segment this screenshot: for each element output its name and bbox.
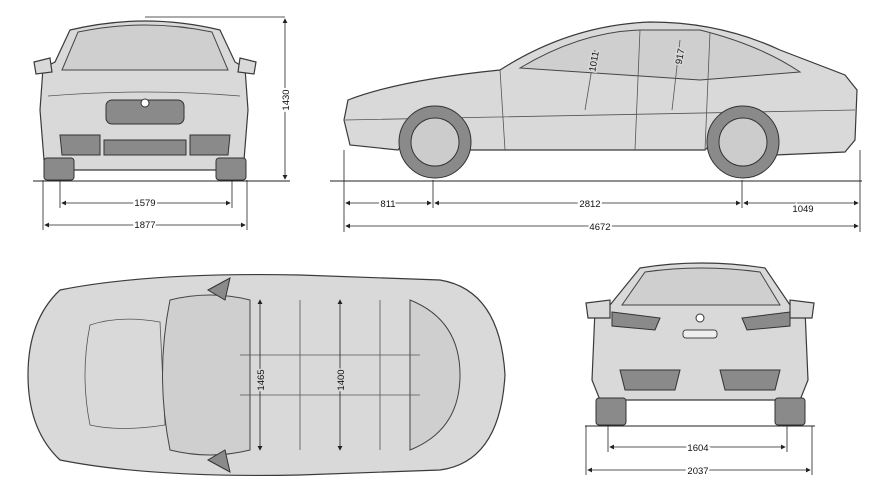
front-track-label: 1579 — [134, 198, 155, 209]
rear-width-label: 2037 — [687, 466, 708, 477]
rear-overhang-label: 1049 — [792, 204, 813, 215]
rear-track-label: 1604 — [687, 443, 708, 454]
brand-logo-icon — [140, 98, 150, 108]
wheelbase-label: 2812 — [579, 199, 600, 210]
front-overhang-label: 811 — [380, 199, 395, 210]
front-view — [33, 20, 257, 181]
front-interior-width-label: 1465 — [256, 369, 267, 390]
top-view: 1465 1400 — [27, 273, 506, 477]
side-view: 1011 917 — [343, 21, 858, 179]
rear-interior-width-label: 1400 — [336, 369, 347, 390]
length-label: 4672 — [589, 222, 610, 233]
rear-view — [585, 262, 815, 426]
rear-logo-icon — [695, 313, 705, 323]
front-headroom-label: 1011 — [587, 51, 601, 73]
front-height-label: 1430 — [281, 89, 292, 110]
front-width-label: 1877 — [134, 220, 155, 231]
rear-headroom-label: 917 — [674, 48, 688, 66]
headroom-lines — [584, 39, 681, 111]
